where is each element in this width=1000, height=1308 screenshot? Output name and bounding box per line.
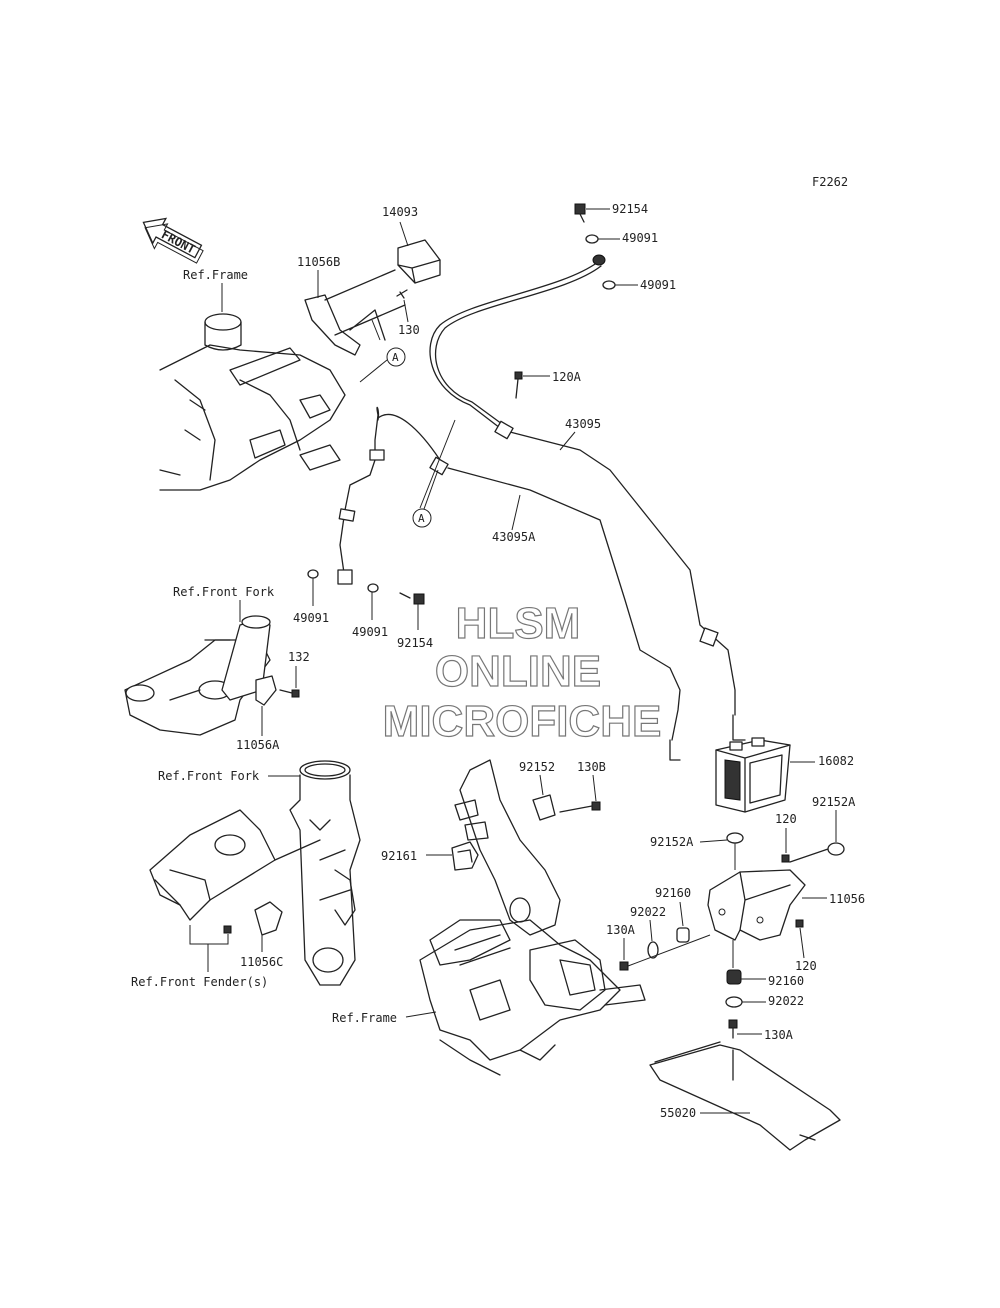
- brake-hose-43095A: [337, 406, 681, 761]
- label-92160-b: 92160: [768, 974, 804, 988]
- label-92152: 92152: [519, 760, 555, 774]
- bolt-92154-mid: [399, 592, 425, 605]
- watermark: HLSM ONLINE MICROFICHE: [382, 598, 662, 746]
- svg-text:HLSM: HLSM: [456, 599, 581, 648]
- label-130B: 130B: [577, 760, 606, 774]
- ref-front-fork-2-label: Ref.Front Fork: [158, 769, 260, 783]
- label-92154-top: 92154: [612, 202, 648, 216]
- washer-49091-c: [307, 569, 319, 579]
- damper-92152A-left: [726, 832, 744, 844]
- label-120-bottom: 120: [795, 959, 817, 973]
- clip-92152: [532, 794, 556, 821]
- label-49091-a: 49091: [622, 231, 658, 245]
- label-130A-a: 130A: [606, 923, 636, 937]
- washer-92022-b: [725, 996, 743, 1008]
- label-120A: 120A: [552, 370, 582, 384]
- plate-55020: [649, 1041, 841, 1151]
- bolt-120A: [514, 371, 523, 399]
- front-arrow-icon: FRONT: [142, 217, 204, 264]
- washer-92022-a: [647, 941, 659, 959]
- bracket-11056C: [254, 901, 283, 936]
- bracket-11056: [707, 869, 806, 941]
- svg-text:ONLINE: ONLINE: [435, 647, 601, 696]
- bolt-130A-b: [728, 1019, 738, 1039]
- label-11056: 11056: [829, 892, 865, 906]
- label-43095: 43095: [565, 417, 601, 431]
- front-fork-tube: [289, 760, 361, 986]
- label-16082: 16082: [818, 754, 854, 768]
- label-11056C: 11056C: [240, 955, 283, 969]
- abs-unit-16082: [715, 737, 791, 813]
- svg-text:A: A: [392, 351, 399, 364]
- svg-text:A: A: [418, 512, 425, 525]
- main-frame-bottom: [419, 759, 646, 1076]
- bolt-120-top: [781, 854, 790, 863]
- damper-92152A-right: [789, 842, 845, 863]
- label-43095A: 43095A: [492, 530, 536, 544]
- label-92160-a: 92160: [655, 886, 691, 900]
- connector-a-top: A: [359, 319, 406, 383]
- diagram-code: F2262: [812, 175, 848, 189]
- part-14093: [397, 239, 441, 284]
- part-11056B: [304, 269, 406, 356]
- label-120-top: 120: [775, 812, 797, 826]
- washer-49091-a: [585, 234, 599, 244]
- ref-front-fork-1-label: Ref.Front Fork: [173, 585, 275, 599]
- label-92152A-left: 92152A: [650, 835, 694, 849]
- label-49091-b: 49091: [640, 278, 676, 292]
- bolt-130: [396, 289, 408, 299]
- washer-49091-d: [367, 583, 379, 593]
- bolt-92154-top: [574, 203, 586, 223]
- bolt-120-bottom: [795, 919, 804, 928]
- bolt-130B: [559, 801, 601, 813]
- label-49091-d: 49091: [352, 625, 388, 639]
- svg-text:MICROFICHE: MICROFICHE: [383, 697, 662, 746]
- grommet-92161: [451, 841, 479, 871]
- svg-text:FRONT: FRONT: [159, 227, 197, 256]
- front-fork-top-bracket: [124, 615, 271, 736]
- label-132: 132: [288, 650, 310, 664]
- frame-head-top: [159, 313, 346, 491]
- label-92022-b: 92022: [768, 994, 804, 1008]
- label-92152A-right: 92152A: [812, 795, 856, 809]
- ref-front-fender-label: Ref.Front Fender(s): [131, 975, 268, 989]
- washer-49091-b: [602, 280, 616, 290]
- ref-frame-top-label: Ref.Frame: [183, 268, 248, 282]
- label-92022-a: 92022: [630, 905, 666, 919]
- grommet-92160-a: [676, 927, 690, 943]
- label-11056B: 11056B: [297, 255, 340, 269]
- banjo-fitting-top: [592, 254, 606, 266]
- grommet-92160-b: [726, 969, 742, 985]
- connector-a-mid: A: [412, 419, 456, 528]
- bolt-132: [279, 689, 300, 698]
- label-11056A: 11056A: [236, 738, 280, 752]
- label-130A-b: 130A: [764, 1028, 794, 1042]
- front-fender: [149, 809, 321, 921]
- ref-frame-bottom-label: Ref.Frame: [332, 1011, 397, 1025]
- label-49091-c: 49091: [293, 611, 329, 625]
- label-55020: 55020: [660, 1106, 696, 1120]
- label-130: 130: [398, 323, 420, 337]
- label-92154-mid: 92154: [397, 636, 433, 650]
- label-14093: 14093: [382, 205, 418, 219]
- brake-hose-43095: [429, 261, 746, 741]
- bolt-fender: [223, 925, 232, 934]
- label-92161: 92161: [381, 849, 417, 863]
- bracket-11056A: [255, 675, 277, 706]
- bolt-130A-a: [619, 961, 629, 971]
